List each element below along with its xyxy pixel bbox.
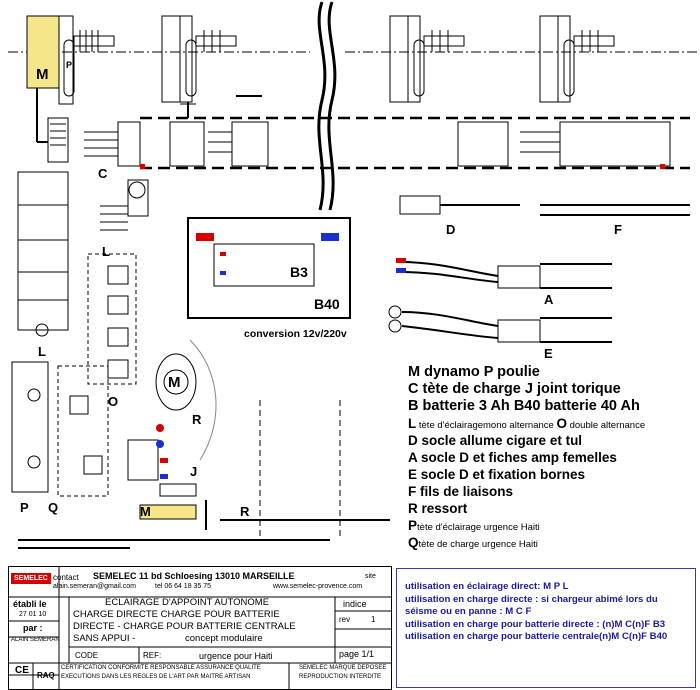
- legend-row: D socle allume cigare et tul: [408, 433, 583, 448]
- title-line: SANS APPUI -: [73, 633, 136, 644]
- legend-row: E socle D et fixation bornes: [408, 467, 586, 482]
- author: ALAIN SEMERAN: [11, 637, 60, 643]
- legend-row: M dynamo P poulie: [408, 364, 540, 380]
- label-M: M: [36, 66, 49, 83]
- note-line: utilisation en charge pour batterie cent…: [405, 631, 668, 642]
- note-line: utilisation en charge pour batterie dire…: [405, 618, 666, 630]
- label-C: C: [98, 166, 108, 181]
- trademark-line: SEMELEC MARQUE DEPOSEE: [299, 665, 387, 671]
- label-B3: B3: [290, 264, 308, 280]
- title-line: DIRECTE - CHARGE POUR BATTERIE CENTRALE: [73, 621, 296, 632]
- author-label: par :: [23, 623, 43, 633]
- trademark-line: REPRODUCTION INTERDITE: [299, 674, 382, 680]
- usage-notes: utilisation en éclairage direct: M P L u…: [396, 568, 696, 688]
- legend-row: B batterie 3 Ah B40 batterie 40 Ah: [408, 398, 640, 414]
- label-P2: P: [20, 500, 29, 515]
- legend-row: Ptète d'éclairage urgence Haiti: [408, 518, 540, 533]
- page-number: page 1/1: [339, 649, 375, 659]
- title-line: CHARGE DIRECTE CHARGE POUR BATTERIE: [73, 609, 280, 620]
- site-label: site: [365, 573, 376, 580]
- ref-label: REF:: [143, 651, 162, 660]
- note-line: séisme ou en panne : M C F: [405, 606, 532, 617]
- established-label: établi le: [13, 599, 47, 609]
- company-logo: SEMELEC: [11, 573, 51, 584]
- label-J: J: [190, 464, 198, 479]
- ce-mark: CE: [15, 665, 29, 676]
- certification-line: CERTIFICATION CONFORMITE RESPONSABLE ASS…: [61, 665, 261, 671]
- telephone: tel 06 64 18 35 75: [155, 583, 212, 590]
- label-R: R: [192, 412, 202, 427]
- label-E: E: [544, 346, 553, 361]
- label-A: A: [544, 292, 554, 307]
- legend-row: F fils de liaisons: [408, 484, 514, 499]
- legend-row: C tète de charge J joint torique: [408, 381, 621, 397]
- site-url: www.semelec-provence.com: [273, 583, 363, 590]
- label-R2: R: [240, 504, 250, 519]
- certification-line: EXECUTIONS DANS LES REGLES DE L'ART PAR …: [61, 674, 251, 680]
- raq-mark: RAQ: [37, 671, 55, 680]
- rev-label: rev: [339, 615, 351, 624]
- code-label: CODE: [75, 651, 99, 660]
- title-line: ECLAIRAGE D'APPOINT AUTONOME: [105, 597, 270, 608]
- label-O: O: [108, 394, 119, 409]
- label-P: P: [66, 60, 73, 70]
- established-date: 27 01 10: [19, 611, 47, 618]
- legend-row: L tète d'éclairagemono alternance O doub…: [408, 416, 646, 431]
- ref-value: urgence pour Haiti: [199, 651, 273, 661]
- label-Q: Q: [48, 500, 59, 515]
- rev-number: 1: [371, 615, 376, 624]
- label-L-chain: L: [38, 344, 46, 359]
- label-D: D: [446, 222, 456, 237]
- company-address: SEMELEC 11 bd Schloesing 13010 MARSEILLE: [93, 571, 295, 581]
- indice-label: indice: [343, 599, 367, 609]
- title-line: concept modulaire: [185, 633, 263, 644]
- label-Mmotor: M: [168, 374, 181, 391]
- label-L-top: L: [102, 244, 110, 259]
- legend-row: Qtète de charge urgence Haiti: [408, 535, 538, 550]
- label-B40: B40: [314, 296, 340, 312]
- label-F: F: [614, 222, 622, 237]
- email: alain.semeran@gmail.com: [53, 583, 136, 590]
- title-block-grid: [9, 567, 391, 689]
- note-line: utilisation en charge directe : si charg…: [405, 593, 658, 605]
- title-block: SEMELEC contact SEMELEC 11 bd Schloesing…: [8, 566, 392, 690]
- contact-label: contact: [53, 573, 79, 582]
- label-M2: M: [140, 504, 151, 519]
- legend-row: R ressort: [408, 501, 468, 516]
- conversion-label: conversion 12v/220v: [244, 328, 347, 340]
- legend: M dynamo P poulie C tète de charge J joi…: [408, 364, 698, 551]
- note-line: utilisation en éclairage direct: M P L: [405, 581, 569, 592]
- legend-row: A socle D et fiches amp femelles: [408, 450, 617, 465]
